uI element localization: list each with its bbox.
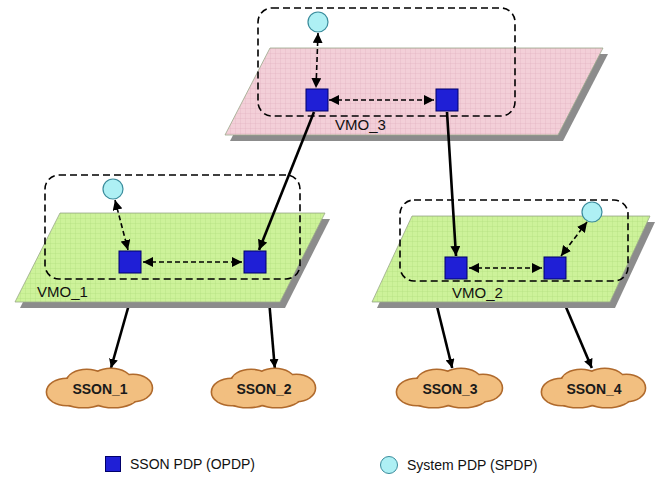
opdp-square (544, 257, 566, 279)
opdp-square (119, 251, 141, 273)
legend-label: System PDP (SPDP) (407, 457, 537, 473)
cloud-shape (47, 369, 152, 407)
legend-entry: System PDP (SPDP) (380, 456, 537, 474)
vmo-plane: VMO_1 (15, 213, 325, 302)
legend-square (105, 456, 121, 472)
dashed-link (115, 200, 128, 250)
cloud-shape (212, 369, 315, 407)
plane-label: VMO_3 (335, 116, 386, 133)
plane-to-cloud-arrow (564, 302, 592, 368)
dashed-link (115, 33, 587, 268)
sson-cloud: SSON_3 (395, 368, 505, 410)
legend-circle (380, 456, 398, 474)
spdp-circle (103, 179, 123, 199)
opdp-square (244, 251, 266, 273)
spdp-circle (582, 202, 602, 222)
hierarchy-link (259, 112, 314, 250)
cloud-label: SSON_1 (72, 381, 127, 397)
domain-outline (258, 8, 515, 116)
spdp-circle (308, 12, 328, 32)
plane-label: VMO_2 (452, 284, 503, 301)
cloud-shape (397, 369, 502, 407)
plane-surface (15, 213, 325, 302)
hierarchy-link (259, 112, 456, 256)
cloud-shape (542, 369, 645, 407)
vmo-plane: VMO_2 (372, 216, 650, 302)
spdp-circle (103, 12, 602, 222)
plane-outline (225, 48, 603, 135)
dashed-link (469, 267, 542, 269)
plane-label: VMO_1 (37, 283, 88, 300)
plane-to-cloud-arrow (436, 302, 452, 368)
plane-surface (225, 48, 603, 135)
hierarchy-link (447, 112, 456, 256)
legend-entry: SSON PDP (OPDP) (105, 456, 255, 472)
dashed-link (329, 99, 434, 101)
sson-cloud: SSON_1 (45, 368, 155, 410)
cloud-label: SSON_2 (236, 381, 291, 397)
domain-outline (45, 8, 628, 281)
plane-surface (372, 216, 650, 302)
plane-to-cloud-arrow (111, 302, 130, 368)
plane-to-cloud-arrow (269, 302, 275, 368)
sson-cloud: SSON_2 (210, 368, 318, 410)
cloud-label: SSON_3 (422, 381, 477, 397)
domain-outline (400, 200, 628, 281)
vmo-plane: VMO_3 (225, 48, 603, 135)
opdp-square (306, 89, 328, 111)
opdp-square (119, 89, 566, 279)
opdp-square (445, 257, 467, 279)
plane-outline (372, 216, 650, 302)
legend-label: SSON PDP (OPDP) (130, 456, 255, 472)
dashed-link (143, 261, 242, 263)
dashed-link (316, 33, 318, 88)
sson-cloud: SSON_4 (540, 368, 648, 410)
dashed-link (561, 222, 587, 256)
opdp-square (436, 89, 458, 111)
cloud-label: SSON_4 (566, 381, 621, 397)
domain-outline (45, 175, 300, 279)
